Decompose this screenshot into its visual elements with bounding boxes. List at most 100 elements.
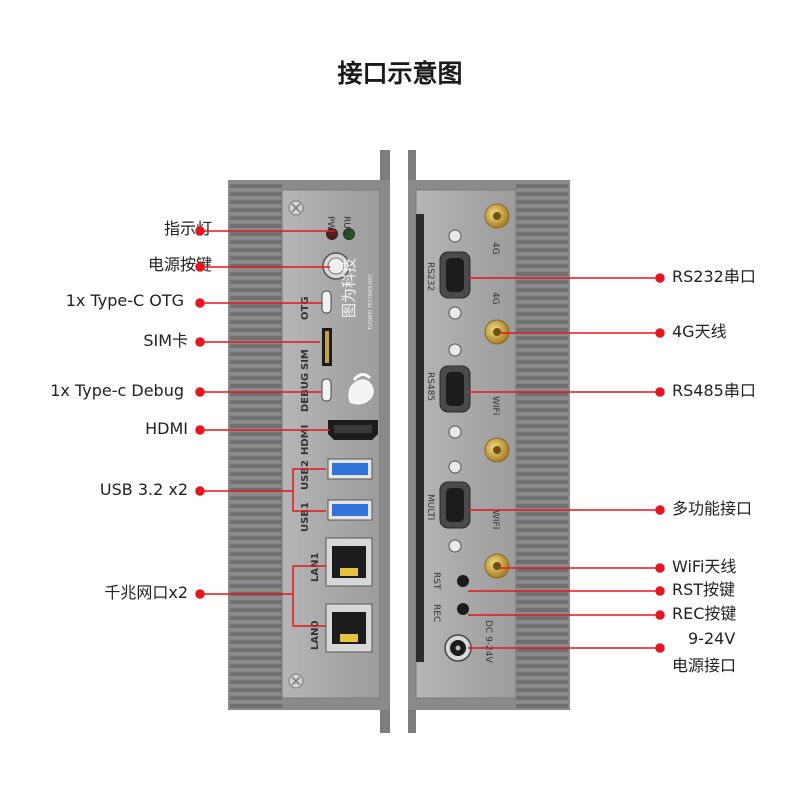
cooling-fin — [230, 376, 282, 380]
cooling-fin — [230, 256, 282, 260]
rst-button-label: RST — [431, 572, 441, 590]
antenna-4g-label-2: 4G — [490, 292, 500, 305]
cooling-fin — [516, 312, 568, 316]
cooling-fin — [230, 576, 282, 580]
label-rs232: RS232串口 — [672, 267, 756, 286]
cooling-fin — [516, 488, 568, 492]
cooling-fin — [516, 624, 568, 628]
cooling-fin — [516, 680, 568, 684]
right-panel-groove — [416, 214, 424, 662]
type-c-debug-port-icon — [321, 378, 332, 402]
rec-button-label: REC — [431, 604, 441, 622]
sim-slot-label: SIM — [300, 349, 311, 370]
ethernet-port-icon — [325, 603, 373, 653]
label-dc-power-voltage: 9-24V — [688, 629, 736, 648]
cooling-fin — [516, 344, 568, 348]
label-dc-power-port: 电源接口 — [672, 656, 737, 675]
cooling-fin — [516, 456, 568, 460]
cooling-fin — [230, 192, 282, 196]
cooling-fin — [516, 528, 568, 532]
antenna-connector-icon — [484, 203, 510, 229]
cooling-fin — [230, 640, 282, 644]
cooling-fin — [516, 192, 568, 196]
cooling-fin — [516, 600, 568, 604]
label-usb: USB 3.2 x2 — [99, 480, 188, 499]
cooling-fin — [516, 536, 568, 540]
cooling-fin — [516, 224, 568, 228]
cooling-fin — [230, 432, 282, 436]
label-4g-antenna: 4G天线 — [672, 322, 727, 341]
cooling-fin — [516, 376, 568, 380]
cooling-fin — [230, 360, 282, 364]
cooling-fin — [230, 448, 282, 452]
cooling-fin — [516, 360, 568, 364]
cooling-fin — [230, 632, 282, 636]
cooling-fin — [230, 216, 282, 220]
cooling-fin — [230, 664, 282, 668]
rs232-db9-port-icon — [439, 229, 471, 320]
page-title: 接口示意图 — [337, 59, 463, 88]
cooling-fin — [516, 264, 568, 268]
hdmi-port-icon — [328, 420, 378, 440]
cooling-fin — [516, 328, 568, 332]
cooling-fin — [230, 648, 282, 652]
cooling-fin — [516, 304, 568, 308]
label-type-c-debug: 1x Type-c Debug — [50, 381, 184, 400]
cooling-fin — [230, 232, 282, 236]
cooling-fin — [230, 416, 282, 420]
antenna-connector-icon — [484, 319, 510, 345]
cooling-fin — [230, 312, 282, 316]
cooling-fin — [230, 656, 282, 660]
type-c-otg-port-icon — [321, 290, 332, 314]
cooling-fin — [516, 368, 568, 372]
pwr-led-label: PWR — [325, 216, 335, 237]
cooling-fin — [516, 520, 568, 524]
cooling-fin — [230, 600, 282, 604]
usb-port-icon — [327, 499, 373, 521]
cooling-fin — [230, 544, 282, 548]
right-unit: RS232 RS485 MULTI 4G 4G WIFI WIFI RST — [408, 150, 570, 733]
cooling-fin — [230, 608, 282, 612]
cooling-fin — [230, 528, 282, 532]
cooling-fin — [230, 184, 282, 188]
screw-icon — [288, 673, 304, 689]
cooling-fin — [230, 288, 282, 292]
right-cooling-fins — [516, 184, 568, 708]
cooling-fin — [516, 592, 568, 596]
cooling-fin — [516, 216, 568, 220]
cooling-fin — [230, 688, 282, 692]
cooling-fin — [230, 552, 282, 556]
cooling-fin — [230, 456, 282, 460]
cooling-fin — [516, 272, 568, 276]
cooling-fin — [516, 672, 568, 676]
rst-button-icon — [457, 575, 469, 587]
antenna-connector-icon — [484, 553, 510, 579]
cooling-fin — [516, 696, 568, 700]
label-lan: 千兆网口x2 — [104, 583, 188, 602]
rs485-db9-port-icon — [439, 343, 471, 439]
cooling-fin — [516, 480, 568, 484]
cooling-fin — [516, 232, 568, 236]
cooling-fin — [230, 368, 282, 372]
label-rs485: RS485串口 — [672, 381, 756, 400]
cooling-fin — [516, 608, 568, 612]
cooling-fin — [516, 248, 568, 252]
cooling-fin — [230, 512, 282, 516]
cooling-fin — [516, 448, 568, 452]
rs232-port-label: RS232 — [425, 262, 435, 291]
cooling-fin — [230, 440, 282, 444]
brand-name: 图为科技 — [340, 258, 358, 318]
antenna-4g-label-1: 4G — [490, 242, 500, 255]
cooling-fin — [230, 616, 282, 620]
otg-port-label: OTG — [300, 296, 311, 320]
cooling-fin — [230, 624, 282, 628]
antenna-wifi-label-1: WIFI — [490, 396, 500, 415]
label-rst-button: RST按键 — [672, 580, 736, 599]
rec-button-icon — [457, 603, 469, 615]
cooling-fin — [516, 280, 568, 284]
cooling-fin — [516, 408, 568, 412]
cooling-fin — [516, 200, 568, 204]
cooling-fin — [230, 568, 282, 572]
cooling-fin — [516, 648, 568, 652]
